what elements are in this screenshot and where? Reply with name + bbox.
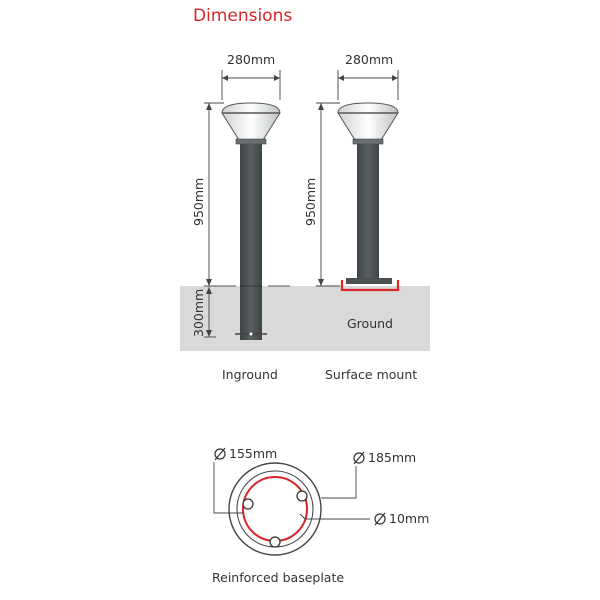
surface-height-label: 950mm xyxy=(303,177,318,226)
inground-height-label: 950mm xyxy=(191,177,206,226)
surface-post xyxy=(357,144,379,284)
inground-width-dimension xyxy=(221,70,281,100)
hole-diameter-label: 10mm xyxy=(389,511,430,526)
diameter-symbol-icon xyxy=(214,447,226,461)
inground-post xyxy=(240,144,262,340)
leader-185 xyxy=(321,466,357,499)
baseplate-label: Reinforced baseplate xyxy=(212,570,345,585)
diameter-symbol-icon xyxy=(374,512,386,526)
surface-width-dimension xyxy=(337,70,399,100)
inground-bollard xyxy=(214,102,290,340)
surface-width-label: 280mm xyxy=(345,52,394,67)
ground-label: Ground xyxy=(347,316,393,331)
surface-baseplate xyxy=(346,278,392,284)
page-title: Dimensions xyxy=(193,6,293,26)
diameter-symbol-icon xyxy=(353,451,365,465)
surface-mount-bollard xyxy=(337,102,400,292)
outer-diameter-label: 185mm xyxy=(368,450,417,465)
bolt-hole xyxy=(296,490,308,502)
surface-base-bracket xyxy=(340,280,400,292)
surface-mount-label: Surface mount xyxy=(325,367,418,382)
burial-depth-label: 300mm xyxy=(191,288,206,337)
surface-shade xyxy=(337,102,399,141)
surface-height-dimension xyxy=(316,102,340,287)
inground-label: Inground xyxy=(222,367,278,382)
inground-width-label: 280mm xyxy=(227,52,276,67)
ground-area xyxy=(180,286,430,351)
baseplate-top-view xyxy=(213,447,386,556)
leader-10 xyxy=(299,513,370,520)
inner-diameter-label: 155mm xyxy=(229,446,278,461)
leader-155 xyxy=(213,462,244,514)
inground-shade xyxy=(221,102,281,141)
burial-depth-dimension xyxy=(204,287,216,338)
bolt-hole xyxy=(269,536,281,548)
bolt-hole xyxy=(242,498,254,510)
inground-height-dimension xyxy=(204,102,224,287)
